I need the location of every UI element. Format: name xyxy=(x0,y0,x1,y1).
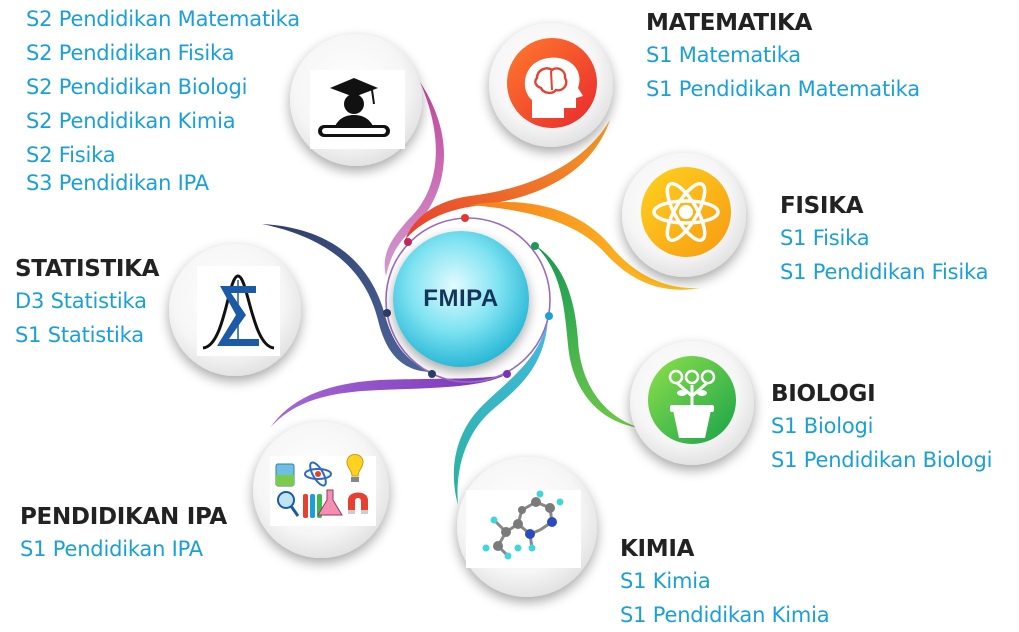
program-item: S2 Fisika xyxy=(26,143,116,167)
brain-head-icon xyxy=(507,38,597,128)
s2-programs-block: S2 Pendidikan Matematika S2 Pendidikan F… xyxy=(26,2,300,200)
department-title: PENDIDIKAN IPA xyxy=(20,504,227,530)
graduate-icon xyxy=(310,70,405,149)
program-item: S1 Matematika xyxy=(646,43,801,67)
program-item: S1 Kimia xyxy=(620,569,711,593)
department-title: FISIKA xyxy=(780,193,864,219)
program-item: S2 Pendidikan Kimia xyxy=(26,109,236,133)
fisika-block: FISIKA S1 Fisika S1 Pendidikan Fisika xyxy=(780,191,989,289)
program-item: S1 Fisika xyxy=(780,226,870,250)
statistika-block: STATISTIKA D3 Statistika S1 Statistika xyxy=(15,254,159,352)
department-title: STATISTIKA xyxy=(15,256,160,282)
atom-icon xyxy=(641,167,731,257)
program-item: S2 Pendidikan Matematika xyxy=(26,7,300,31)
center-disc xyxy=(393,231,529,367)
program-item: S3 Pendidikan IPA xyxy=(26,171,209,195)
ring-dots xyxy=(383,214,553,378)
program-item: D3 Statistika xyxy=(15,289,147,313)
department-title: MATEMATIKA xyxy=(646,10,813,36)
program-item: S1 Pendidikan Biologi xyxy=(771,448,993,472)
pendidikan-ipa-block: PENDIDIKAN IPA S1 Pendidikan IPA xyxy=(20,502,227,566)
biologi-block: BIOLOGI S1 Biologi S1 Pendidikan Biologi xyxy=(771,379,992,477)
science-tools-icon xyxy=(270,454,376,526)
program-item: S1 Pendidikan Kimia xyxy=(620,603,830,627)
program-item: S1 Pendidikan Fisika xyxy=(780,260,989,284)
swirl-pink xyxy=(384,82,444,276)
department-title: KIMIA xyxy=(620,536,695,562)
program-item: S1 Pendidikan Matematika xyxy=(646,77,920,101)
center-label: FMIPA xyxy=(423,285,499,312)
potted-plant-icon xyxy=(648,356,736,444)
program-item: S1 Statistika xyxy=(15,323,144,347)
swirl-navy xyxy=(262,224,432,372)
matematika-block: MATEMATIKA S1 Matematika S1 Pendidikan M… xyxy=(646,8,920,106)
program-item: S1 Pendidikan IPA xyxy=(20,537,203,561)
swirl-green xyxy=(535,245,640,428)
swirl-ribbons xyxy=(262,82,700,505)
molecule-icon xyxy=(466,490,581,568)
department-title: BIOLOGI xyxy=(771,381,876,407)
sigma-bell-curve-icon xyxy=(197,266,280,356)
swirl-violet xyxy=(270,375,505,428)
program-item: S2 Pendidikan Fisika xyxy=(26,41,235,65)
program-item: S2 Pendidikan Biologi xyxy=(26,75,248,99)
program-item: S1 Biologi xyxy=(771,414,874,438)
kimia-block: KIMIA S1 Kimia S1 Pendidikan Kimia xyxy=(620,534,830,632)
